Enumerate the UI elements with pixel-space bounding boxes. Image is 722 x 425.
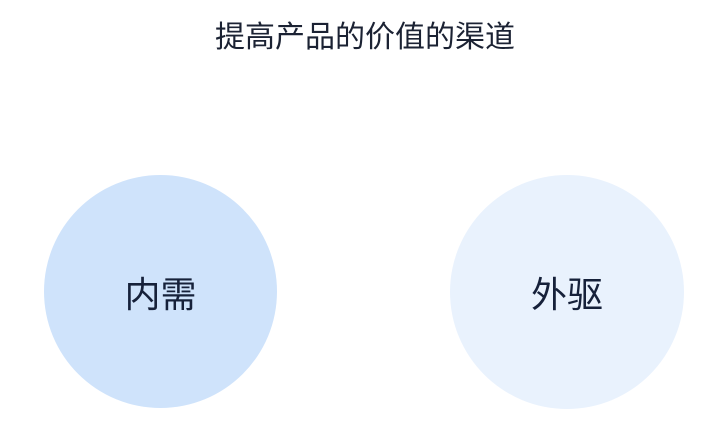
node-label: 外驱 — [530, 275, 603, 316]
node-external-drive: 外驱 — [450, 175, 684, 409]
node-label: 内需 — [124, 274, 197, 316]
node-internal-demand: 内需 — [44, 175, 277, 408]
diagram-title: 提高产品的价值的渠道 — [215, 20, 515, 55]
